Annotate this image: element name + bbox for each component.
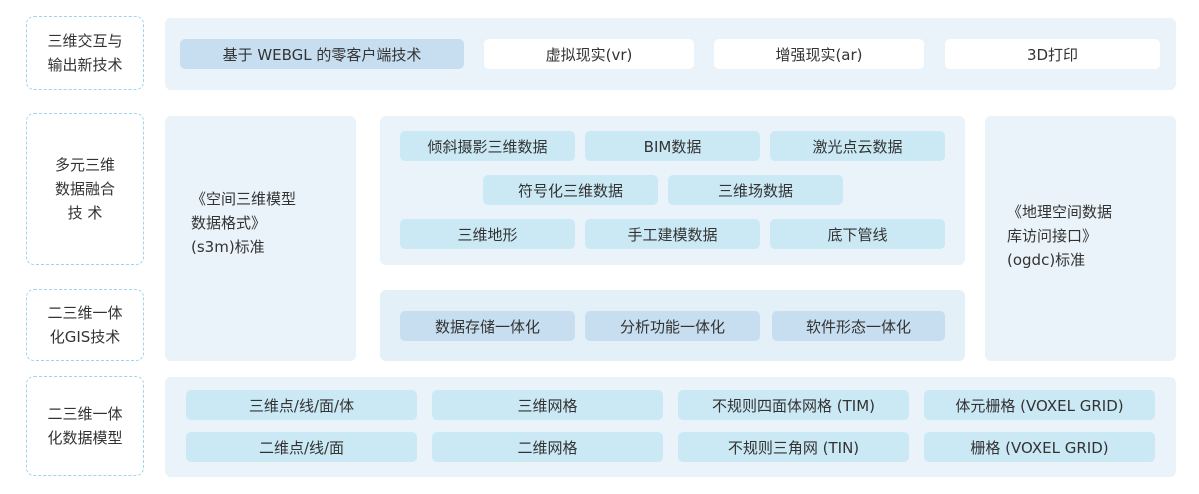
3d-terrain-pill: 三维地形 (400, 219, 575, 249)
ogdc-standard-panel (985, 116, 1176, 361)
ogdc-standard-text: 《地理空间数据 库访问接口》 (ogdc)标准 (1007, 203, 1113, 269)
manual-modeling-pill: 手工建模数据 (585, 219, 760, 249)
row-label-gis-tech: 二三维一体 化GIS技术 (26, 289, 144, 361)
row-label-data-fusion: 多元三维 数据融合 技 术 (26, 113, 144, 265)
bim-data-pill: BIM数据 (585, 131, 760, 161)
row-label-data-model: 二三维一体 化数据模型 (26, 376, 144, 476)
software-form-integration-pill: 软件形态一体化 (772, 311, 945, 341)
virtual-reality-pill: 虚拟现实(vr) (484, 39, 694, 69)
raster-grid-pill: 栅格 (VOXEL GRID) (924, 432, 1155, 462)
analysis-integration-pill: 分析功能一体化 (585, 311, 760, 341)
s3m-standard-panel (165, 116, 356, 361)
3d-mesh-pill: 三维网格 (432, 390, 663, 420)
2d-geometry-pill: 二维点/线/面 (186, 432, 417, 462)
augmented-reality-pill: 增强现实(ar) (714, 39, 924, 69)
underground-pipeline-pill: 底下管线 (770, 219, 945, 249)
s3m-standard-text: 《空间三维模型 数据格式》 (s3m)标准 (191, 190, 297, 256)
laser-point-cloud-pill: 激光点云数据 (770, 131, 945, 161)
3d-geometry-pill: 三维点/线/面/体 (186, 390, 417, 420)
row-label-output-tech: 三维交互与 输出新技术 (26, 16, 144, 90)
3d-field-data-pill: 三维场数据 (668, 175, 843, 205)
voxel-grid-pill: 体元栅格 (VOXEL GRID) (924, 390, 1155, 420)
webgl-zero-client-pill: 基于 WEBGL 的零客户端技术 (180, 39, 464, 69)
data-storage-integration-pill: 数据存储一体化 (400, 311, 575, 341)
2d-mesh-pill: 二维网格 (432, 432, 663, 462)
tin-pill: 不规则三角网 (TIN) (678, 432, 909, 462)
oblique-photo-data-pill: 倾斜摄影三维数据 (400, 131, 575, 161)
tetrahedral-mesh-pill: 不规则四面体网格 (TIM) (678, 390, 909, 420)
3d-printing-pill: 3D打印 (945, 39, 1160, 69)
symbolized-3d-data-pill: 符号化三维数据 (483, 175, 658, 205)
